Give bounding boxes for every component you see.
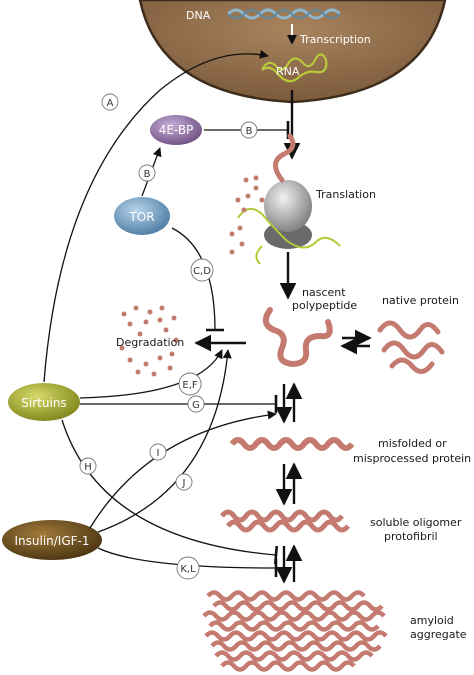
edge-label-g: G	[192, 400, 200, 411]
amyloid-label-1: amyloid	[410, 614, 454, 627]
insulin-label: Insulin/IGF-1	[14, 534, 89, 548]
edge-label-cd-circle	[190, 258, 214, 282]
edge-label-g-circle	[187, 395, 205, 413]
native-protein-shape	[377, 320, 445, 374]
emerging-chain	[273, 133, 296, 183]
dna-helix-strand	[227, 9, 341, 19]
rna-strand	[261, 53, 328, 83]
misfolded-label-1: misfolded or	[378, 437, 447, 450]
insulin-inhibits-aggregation	[97, 547, 278, 578]
edge-label-i-circle	[149, 443, 167, 461]
sirtuins-to-transcription-arrow	[43, 49, 269, 383]
edge-label-b1-circle	[138, 164, 156, 182]
insulin-to-degradation-arrow	[97, 349, 232, 533]
native-label: native protein	[382, 294, 459, 307]
sirtuins-to-oligomer	[61, 419, 279, 565]
edge-label-kl: K,L	[180, 564, 196, 575]
transcription-label: Transcription	[299, 33, 371, 46]
edge-label-j-circle	[175, 473, 193, 491]
edge-label-h: H	[84, 462, 92, 473]
nascent-label-1: nascent	[302, 286, 346, 299]
edge-label-kl-circle	[176, 556, 200, 580]
tor-node	[114, 197, 170, 235]
4ebp-node	[150, 115, 202, 145]
edge-label-b1: B	[144, 169, 151, 180]
edge-label-b2-circle	[240, 121, 258, 139]
sirtuins-node	[8, 383, 80, 421]
misfolded-protein-shape	[229, 437, 355, 451]
misfolded-label-2: misprocessed protein	[353, 452, 471, 465]
nascent-polypeptide-shape	[262, 307, 333, 368]
edge-label-i: I	[157, 448, 160, 459]
sirtuins-to-degradation-arrow	[79, 349, 223, 399]
edge-label-a-circle	[101, 93, 119, 111]
amyloid-label-2: aggregate	[410, 628, 467, 641]
degradation-label: Degradation	[116, 336, 184, 349]
edge-label-j: J	[182, 478, 186, 489]
translation-label: Translation	[315, 188, 376, 201]
degradation-dots	[119, 305, 179, 377]
dna-label: DNA	[186, 9, 211, 22]
edge-label-ef: E,F	[182, 380, 197, 391]
4ebp-label: 4E-BP	[159, 123, 194, 137]
edge-label-h-circle	[79, 457, 97, 475]
edge-label-b2: B	[246, 126, 253, 137]
edge-label-ef-circle	[178, 372, 202, 396]
edge-label-cd: C,D	[193, 266, 211, 277]
dna-helix	[226, 8, 342, 20]
amyloid-aggregate-shape	[202, 590, 388, 672]
sirtuins-label: Sirtuins	[21, 396, 66, 410]
oligomer-shape	[220, 509, 350, 533]
insulin-to-misfolding-arrow	[89, 410, 277, 529]
edge-label-a: A	[107, 98, 114, 109]
rna-label: RNA	[276, 65, 300, 78]
amino-acid-dots	[229, 175, 265, 255]
ribosome	[237, 180, 341, 265]
nascent-label-2: polypeptide	[292, 299, 357, 312]
insulin-node	[2, 520, 102, 560]
oligomer-label-1: soluble oligomer	[370, 516, 462, 529]
tor-label: TOR	[128, 210, 154, 224]
oligomer-label-2: protofibril	[384, 530, 438, 543]
